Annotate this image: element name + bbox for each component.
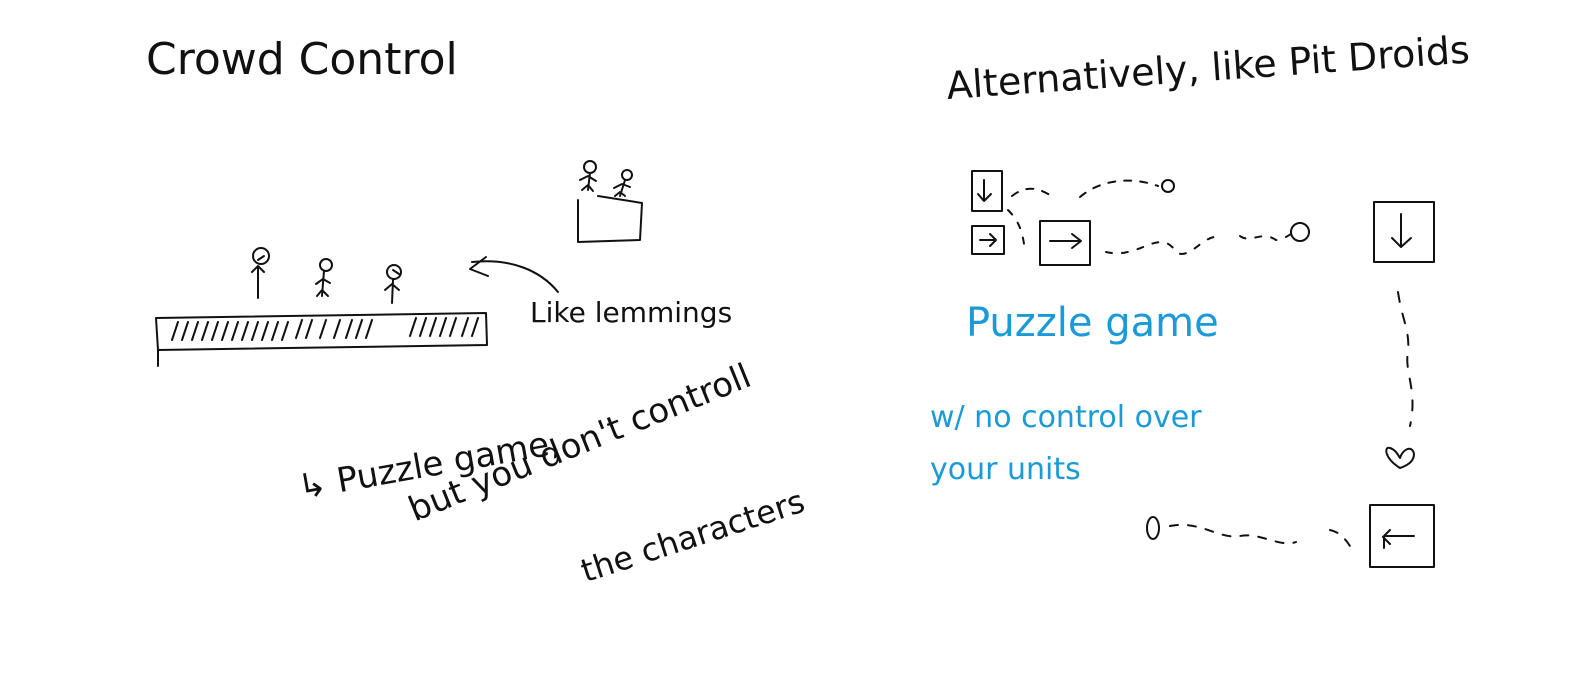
small-box [577, 160, 643, 243]
droid-path [1007, 209, 1295, 255]
stick-figure-icon [384, 264, 402, 304]
droid-path [1397, 291, 1414, 427]
like-lemmings-label: Like lemmings [530, 296, 733, 329]
circle-target-icon [1161, 179, 1175, 193]
pointer-arrow [469, 256, 559, 293]
stick-figure-icon [251, 247, 270, 299]
blue-note-line1: w/ no control over [930, 400, 1202, 435]
arrow-tile-icon [971, 170, 1003, 212]
arrow-tile-icon [971, 225, 1005, 255]
circle-target-icon [1290, 222, 1310, 242]
arrow-tile-icon [1373, 201, 1435, 263]
heart-icon [1385, 446, 1415, 469]
arrow-tile-icon [1369, 504, 1435, 568]
droid-path [1169, 523, 1351, 547]
stick-figure-icon [315, 258, 333, 297]
lemmings-platform [155, 312, 488, 367]
arrow-tile-icon [1039, 220, 1091, 266]
puzzle-game-label: Puzzle game [966, 300, 1219, 346]
circle-target-icon [1146, 516, 1160, 540]
blue-note-line2: your units [930, 452, 1081, 487]
page-title: Crowd Control [146, 34, 458, 85]
droid-path [1011, 179, 1159, 198]
